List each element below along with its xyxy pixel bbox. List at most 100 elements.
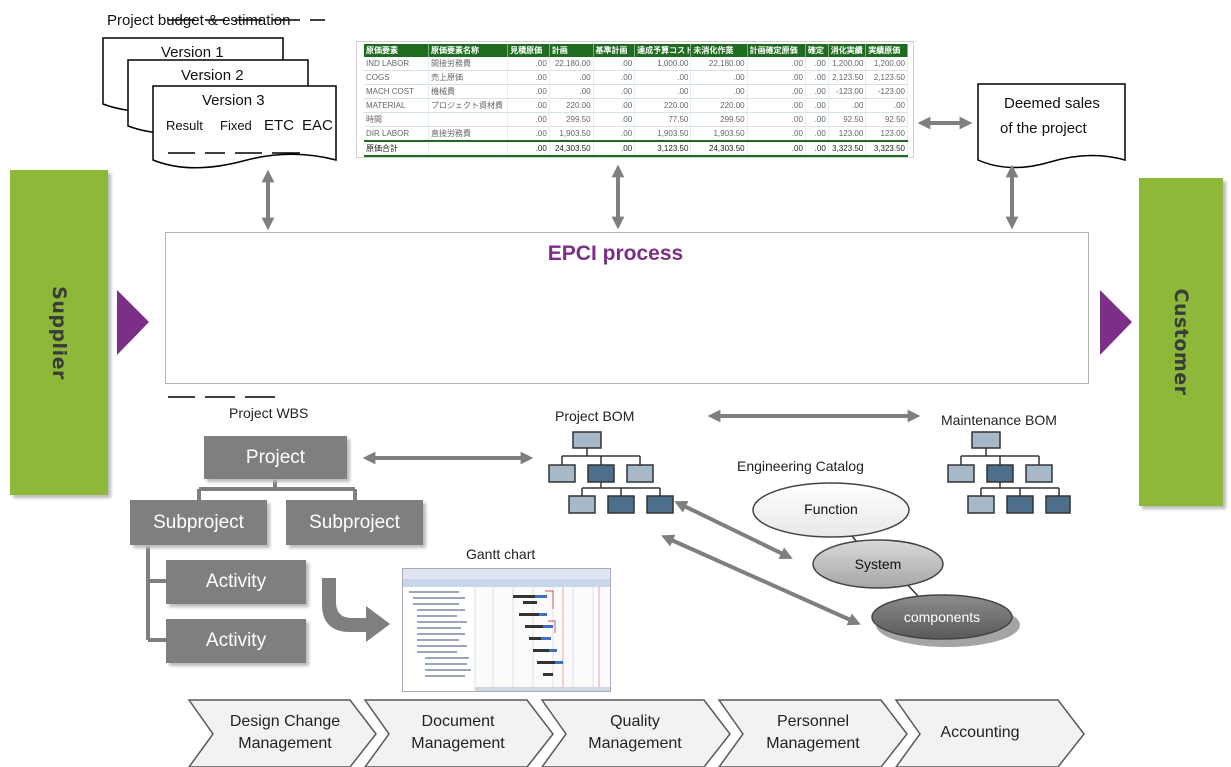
stage-maintenance: Maintenance bbox=[914, 317, 1018, 336]
header-cell: 計画 bbox=[549, 44, 594, 57]
process-line2: Management bbox=[588, 735, 682, 752]
header-cell: 達成予算コスト bbox=[634, 44, 692, 57]
table-cell: 92.50 bbox=[865, 112, 908, 127]
table-cell: .00 bbox=[593, 57, 636, 71]
table-cell: .00 bbox=[865, 98, 908, 113]
table-cell: 2,123.50 bbox=[865, 70, 908, 85]
budget-documents bbox=[102, 37, 337, 169]
table-cell: .00 bbox=[747, 112, 806, 127]
wbs-title: Project WBS bbox=[229, 405, 309, 421]
table-cell: 22,180.00 bbox=[690, 57, 748, 71]
budget-title: Project budget & estimation bbox=[107, 12, 291, 29]
wbs-subproject-1: Subproject bbox=[130, 500, 267, 545]
maintenance-bom-label: Maintenance BOM bbox=[941, 412, 1057, 428]
table-cell: .00 bbox=[690, 84, 748, 99]
budget-dashes bbox=[168, 19, 325, 398]
table-cell: .00 bbox=[828, 98, 867, 113]
bottom-chevrons bbox=[187, 699, 1085, 767]
table-cell: 直接労務費 bbox=[428, 126, 509, 142]
table-cell: プロジェクト資材費 bbox=[428, 98, 509, 113]
table-cell: 1,903.50 bbox=[634, 126, 692, 142]
process-line1: Personnel bbox=[776, 713, 850, 730]
table-cell: 3,123.50 bbox=[634, 140, 692, 157]
table-cell: 2,123.50 bbox=[828, 70, 867, 85]
table-cell: DIR LABOR bbox=[364, 126, 430, 142]
table-cell: .00 bbox=[805, 57, 829, 71]
customer-arrow bbox=[1100, 290, 1132, 355]
col-fixed: Fixed bbox=[220, 118, 252, 133]
table-cell: .00 bbox=[593, 70, 636, 85]
project-bom-tree bbox=[548, 431, 674, 514]
header-cell: 原価要素 bbox=[364, 44, 430, 57]
table-cell: .00 bbox=[507, 57, 550, 71]
table-cell: 時間 bbox=[364, 112, 430, 127]
table-cell: 間接労務費 bbox=[428, 57, 509, 71]
table-cell: 299.50 bbox=[690, 112, 748, 127]
table-cell: .00 bbox=[805, 98, 829, 113]
table-cell: .00 bbox=[634, 84, 692, 99]
header-cell: 原価要素名称 bbox=[428, 44, 509, 57]
table-cell: .00 bbox=[747, 57, 806, 71]
header-cell: 実績原価 bbox=[865, 44, 908, 57]
epci-title: EPCI process bbox=[547, 242, 684, 265]
table-cell: 原価合計 bbox=[364, 140, 430, 157]
gantt-title: Gantt chart bbox=[466, 546, 536, 562]
stage-installation: Installation bbox=[748, 317, 838, 336]
cost-table: 原価要素 原価要素名称 見積原価 計画 基準計画 達成予算コスト 未消化作業 計… bbox=[364, 44, 908, 157]
table-cell: .00 bbox=[634, 70, 692, 85]
version-1-label: Version 1 bbox=[161, 44, 224, 61]
table-cell: .00 bbox=[690, 70, 748, 85]
table-cell: .00 bbox=[805, 140, 829, 157]
table-cell: 220.00 bbox=[634, 98, 692, 113]
table-cell: .00 bbox=[507, 70, 550, 85]
gantt-chart-image bbox=[403, 569, 610, 691]
gantt-chart-thumbnail bbox=[402, 568, 611, 692]
table-cell: .00 bbox=[747, 140, 806, 157]
supplier-bar: Supplier bbox=[10, 170, 108, 495]
table-cell: COGS bbox=[364, 70, 430, 85]
header-cell: 計画確定原価 bbox=[747, 44, 806, 57]
table-cell: .00 bbox=[593, 140, 636, 157]
table-cell: 77.50 bbox=[634, 112, 692, 127]
table-cell: MATERIAL bbox=[364, 98, 430, 113]
table-cell: .00 bbox=[747, 70, 806, 85]
version-2-label: Version 2 bbox=[181, 67, 244, 84]
table-cell: 売上原価 bbox=[428, 70, 509, 85]
table-cell: .00 bbox=[549, 70, 594, 85]
stage-engineering: Engineering bbox=[233, 317, 333, 336]
table-cell: .00 bbox=[507, 84, 550, 99]
catalog-components: components bbox=[903, 609, 981, 625]
table-cell: 299.50 bbox=[549, 112, 594, 127]
header-cell: 未消化作業 bbox=[690, 44, 748, 57]
table-cell: .00 bbox=[593, 84, 636, 99]
table-cell: 1,903.50 bbox=[690, 126, 748, 142]
table-cell: 123.00 bbox=[865, 126, 908, 142]
table-cell: -123.00 bbox=[828, 84, 867, 99]
project-bom-label: Project BOM bbox=[555, 408, 635, 424]
table-cell: 1,200.00 bbox=[865, 57, 908, 71]
table-cell: .00 bbox=[507, 98, 550, 113]
table-cell: 3,323.50 bbox=[828, 140, 867, 157]
table-cell: .00 bbox=[593, 126, 636, 142]
process-accounting: Accounting bbox=[900, 722, 1060, 744]
table-cell: 24,303.50 bbox=[690, 140, 748, 157]
catalog-function: Function bbox=[804, 501, 858, 517]
header-cell: 見積原価 bbox=[507, 44, 550, 57]
catalog-system: System bbox=[854, 556, 902, 572]
wbs-activity-2: Activity bbox=[166, 619, 306, 663]
process-line1: Accounting bbox=[940, 724, 1020, 741]
deemed-sales-line2: of the project bbox=[1000, 120, 1087, 137]
table-cell: .00 bbox=[507, 112, 550, 127]
process-quality: Quality Management bbox=[555, 711, 715, 755]
table-cell: .00 bbox=[549, 84, 594, 99]
supplier-arrow bbox=[117, 290, 149, 355]
table-cell bbox=[428, 140, 509, 157]
table-cell: 220.00 bbox=[549, 98, 594, 113]
table-cell: .00 bbox=[805, 70, 829, 85]
deemed-sales-line1: Deemed sales bbox=[1004, 95, 1100, 112]
